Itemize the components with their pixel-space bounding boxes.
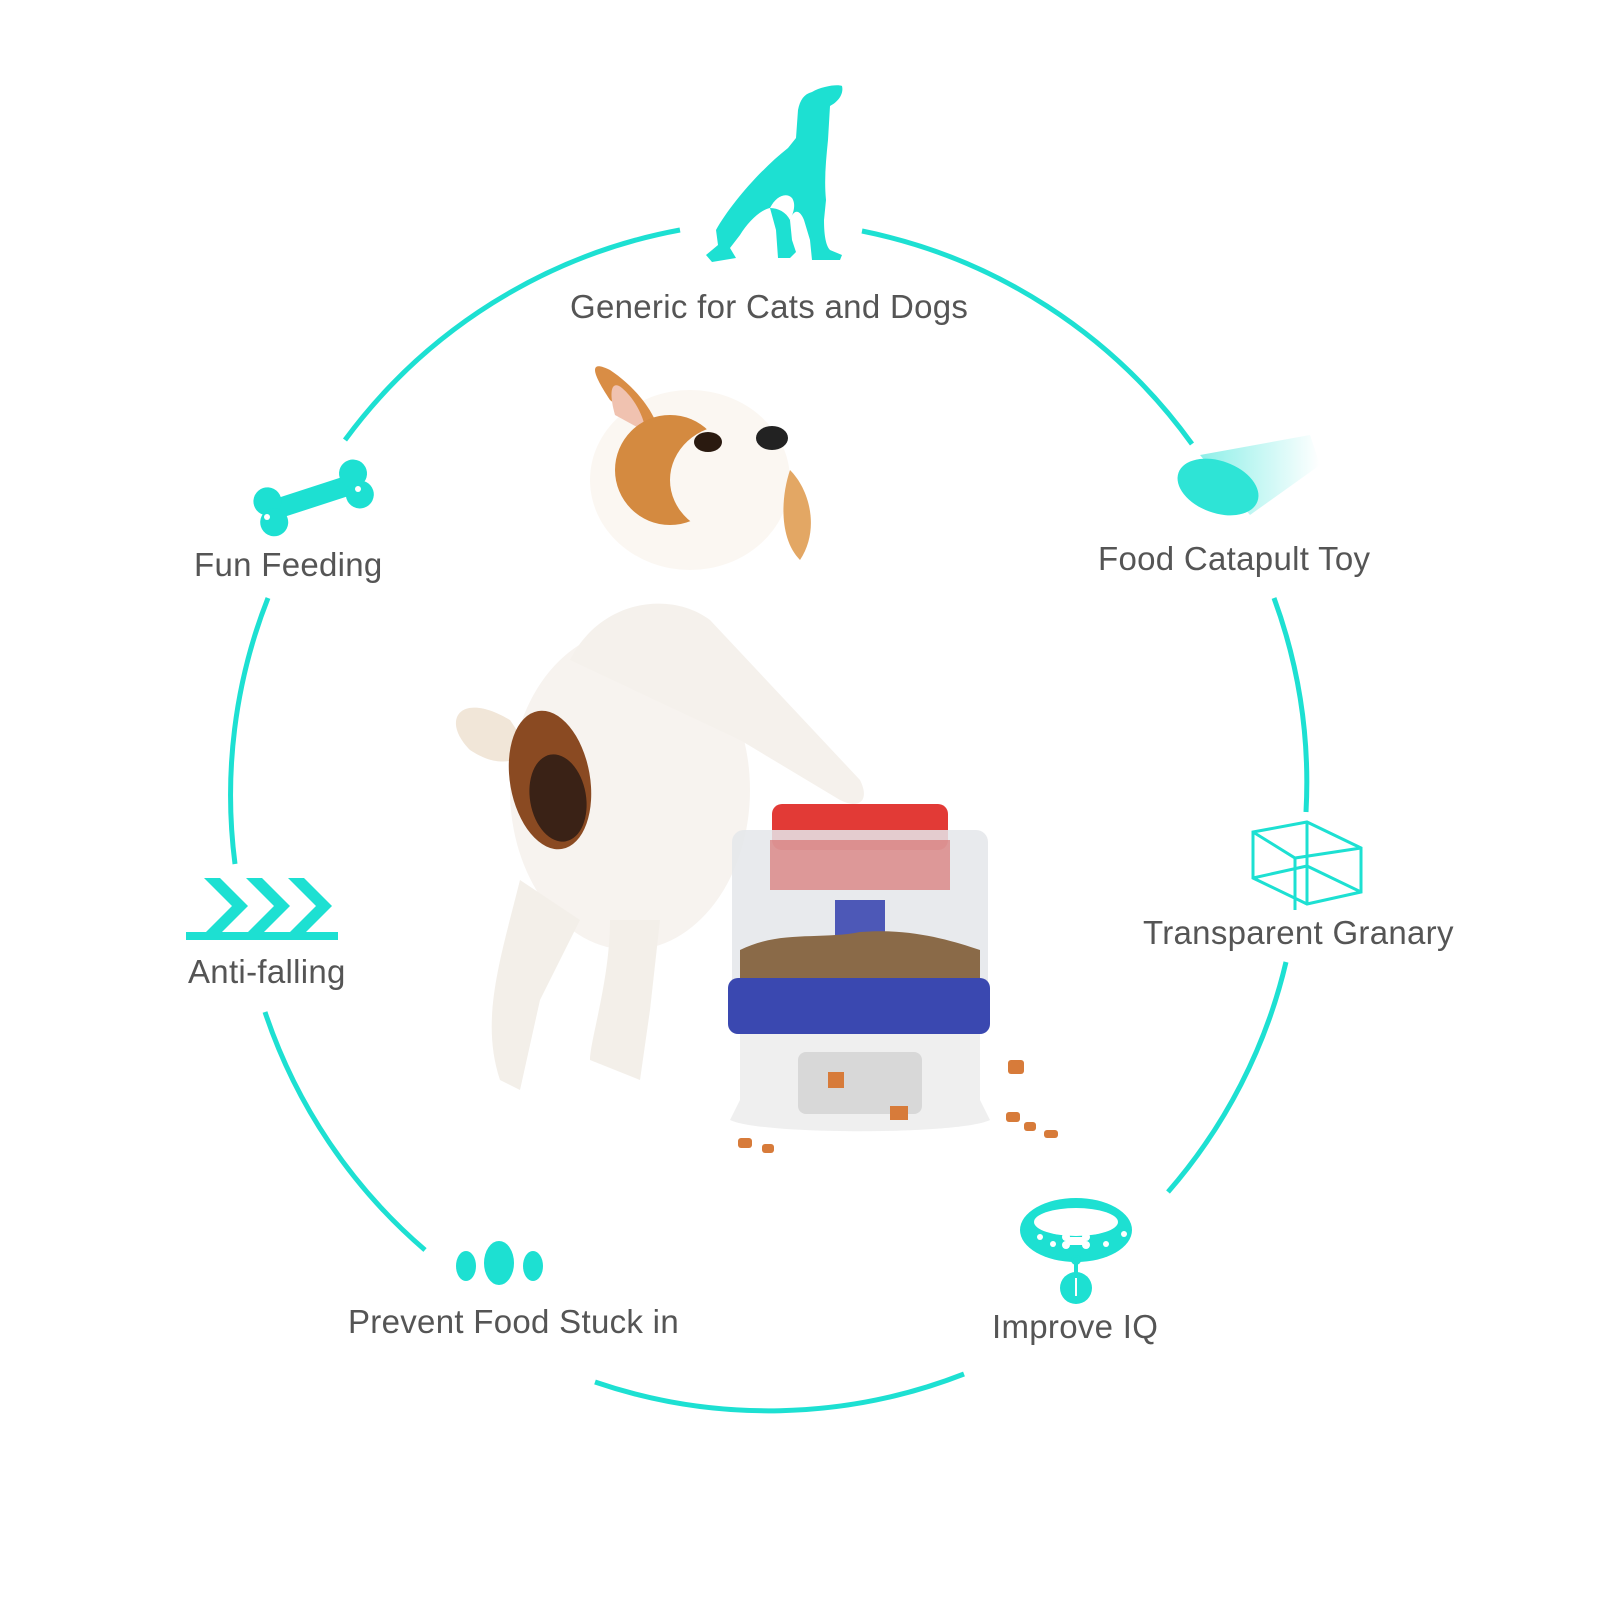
bone-icon	[248, 455, 378, 537]
pet-collar-icon	[1018, 1192, 1138, 1307]
flying-disc-icon	[1170, 425, 1330, 525]
three-dots-icon	[452, 1240, 547, 1290]
chevrons-icon	[186, 872, 338, 944]
feature-label-iq: Improve IQ	[992, 1308, 1159, 1345]
feature-label-antifall: Anti-falling	[188, 953, 346, 990]
feature-label-stuck: Prevent Food Stuck in	[348, 1303, 679, 1340]
dog-illustration	[455, 366, 864, 1090]
product-photo	[440, 360, 1100, 1170]
feature-label-catapult: Food Catapult Toy	[1098, 540, 1371, 577]
feature-label-generic: Generic for Cats and Dogs	[570, 288, 969, 325]
dog-cat-silhouette-icon	[700, 80, 850, 270]
feature-label-granary: Transparent Granary	[1143, 914, 1454, 951]
wireframe-cube-icon	[1245, 820, 1365, 915]
feature-label-fun: Fun Feeding	[194, 546, 383, 583]
feeder-illustration	[728, 804, 1058, 1153]
